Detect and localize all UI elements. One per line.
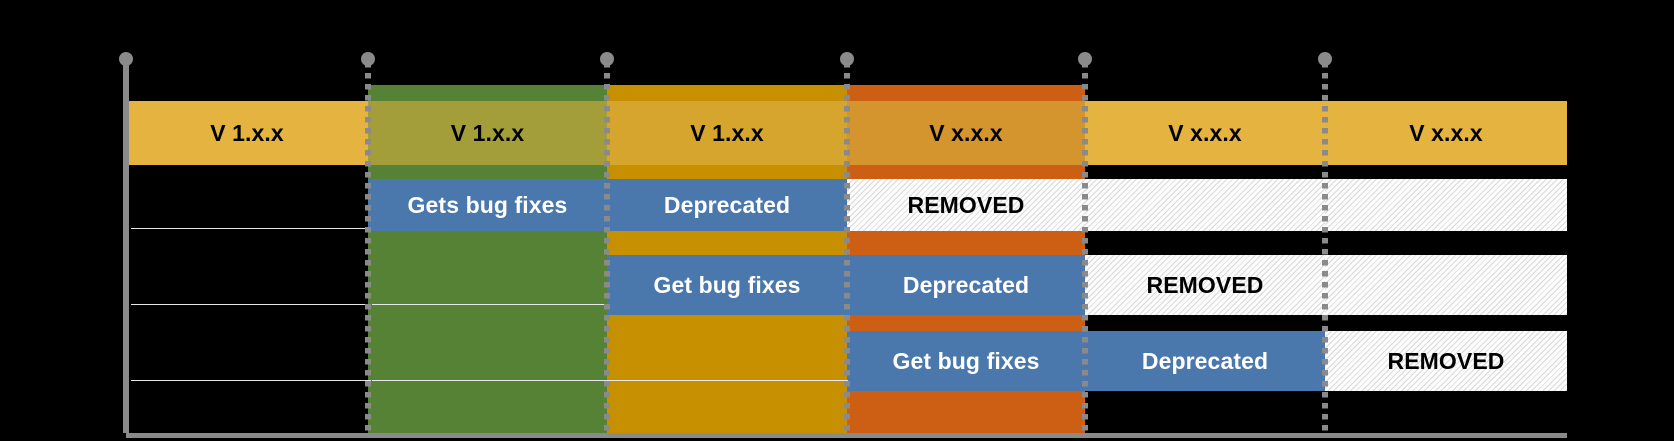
segment-status-1-deprecated-1[interactable]: Deprecated xyxy=(607,179,847,231)
segment-label: Gets bug fixes xyxy=(407,191,568,218)
segment-release-1-version-2[interactable]: V 1.x.x xyxy=(607,101,847,165)
segment-status-2-support-0[interactable]: Get bug fixes xyxy=(607,255,847,315)
guide-line-5 xyxy=(610,380,848,381)
timeline-stem-dotted xyxy=(1082,62,1088,433)
swimlane-row-status-2: Get bug fixes Deprecated REMOVED xyxy=(0,255,1674,315)
segment-status-3-removed-2[interactable]: REMOVED xyxy=(1325,331,1567,391)
segment-release-1-version-5[interactable]: V x.x.x xyxy=(1325,101,1567,165)
segment-release-2-version-1[interactable] xyxy=(847,231,1085,255)
swimlane-row-release-2 xyxy=(0,231,1674,255)
segment-status-1-removed-2[interactable]: REMOVED xyxy=(847,179,1085,231)
segment-status-2-removed-3[interactable] xyxy=(1325,255,1567,315)
timeline-marker-m5[interactable] xyxy=(1318,52,1332,433)
timeline-pin-icon xyxy=(119,52,133,66)
segment-label: Deprecated xyxy=(663,191,791,218)
guide-line-3 xyxy=(372,304,610,305)
segment-label: V 1.x.x xyxy=(210,119,284,146)
segment-release-1-version-4[interactable]: V x.x.x xyxy=(1085,101,1325,165)
timeline-marker-m4[interactable] xyxy=(1078,52,1092,433)
segment-label: REMOVED xyxy=(1146,271,1264,298)
timeline-pin-icon xyxy=(840,52,854,66)
segment-release-1-version-1[interactable]: V 1.x.x xyxy=(368,101,607,165)
segment-release-2-version-0[interactable] xyxy=(607,231,847,255)
timeline-stem-dotted xyxy=(365,62,371,433)
timeline-stem-solid xyxy=(123,62,129,433)
guide-line-2 xyxy=(131,380,371,381)
timeline-pin-icon xyxy=(361,52,375,66)
timeline-marker-m2[interactable] xyxy=(600,52,614,433)
timeline-stem-dotted xyxy=(844,62,850,433)
timeline-pin-icon xyxy=(1318,52,1332,66)
guide-line-4 xyxy=(372,380,610,381)
segment-release-1-version-0[interactable]: V 1.x.x xyxy=(126,101,368,165)
swimlane-row-status-1: Gets bug fixes Deprecated REMOVED xyxy=(0,179,1674,231)
segment-status-1-removed-4[interactable] xyxy=(1325,179,1567,231)
segment-status-1-removed-3[interactable] xyxy=(1085,179,1325,231)
timeline-marker-m3[interactable] xyxy=(840,52,854,433)
segment-label: V x.x.x xyxy=(1168,119,1242,146)
segment-label: V 1.x.x xyxy=(690,119,764,146)
timeline-stem-dotted xyxy=(1322,62,1328,433)
bottom-axis-line xyxy=(126,433,1567,438)
segment-release-1-version-3[interactable]: V x.x.x xyxy=(847,101,1085,165)
swimlane-row-status-3: Get bug fixes Deprecated REMOVED xyxy=(0,331,1674,391)
segment-label: Get bug fixes xyxy=(892,347,1040,374)
timeline-marker-m0[interactable] xyxy=(119,52,133,433)
segment-label: REMOVED xyxy=(1387,347,1505,374)
segment-label: V x.x.x xyxy=(1409,119,1483,146)
timeline-pin-icon xyxy=(1078,52,1092,66)
guide-line-1 xyxy=(131,304,371,305)
timeline-stem-dotted xyxy=(604,62,610,433)
segment-label: Deprecated xyxy=(1141,347,1269,374)
segment-label: V 1.x.x xyxy=(450,119,525,146)
segment-label: Get bug fixes xyxy=(653,271,801,298)
segment-status-2-deprecated-1[interactable]: Deprecated xyxy=(847,255,1085,315)
guide-line-0 xyxy=(131,228,371,229)
segment-status-3-deprecated-1[interactable]: Deprecated xyxy=(1085,331,1325,391)
swimlane-row-release-1: V 1.x.x V 1.x.x V 1.x.x V x.x.x V x.x.x V x.x… xyxy=(0,101,1674,165)
segment-label: Deprecated xyxy=(902,271,1030,298)
segment-label: REMOVED xyxy=(907,191,1025,218)
segment-status-3-support-0[interactable]: Get bug fixes xyxy=(847,331,1085,391)
segment-status-2-removed-2[interactable]: REMOVED xyxy=(1085,255,1325,315)
timeline-marker-m1[interactable] xyxy=(361,52,375,433)
timeline-pin-icon xyxy=(600,52,614,66)
segment-status-1-support-0[interactable]: Gets bug fixes xyxy=(368,179,607,231)
segment-label: V x.x.x xyxy=(929,119,1003,146)
